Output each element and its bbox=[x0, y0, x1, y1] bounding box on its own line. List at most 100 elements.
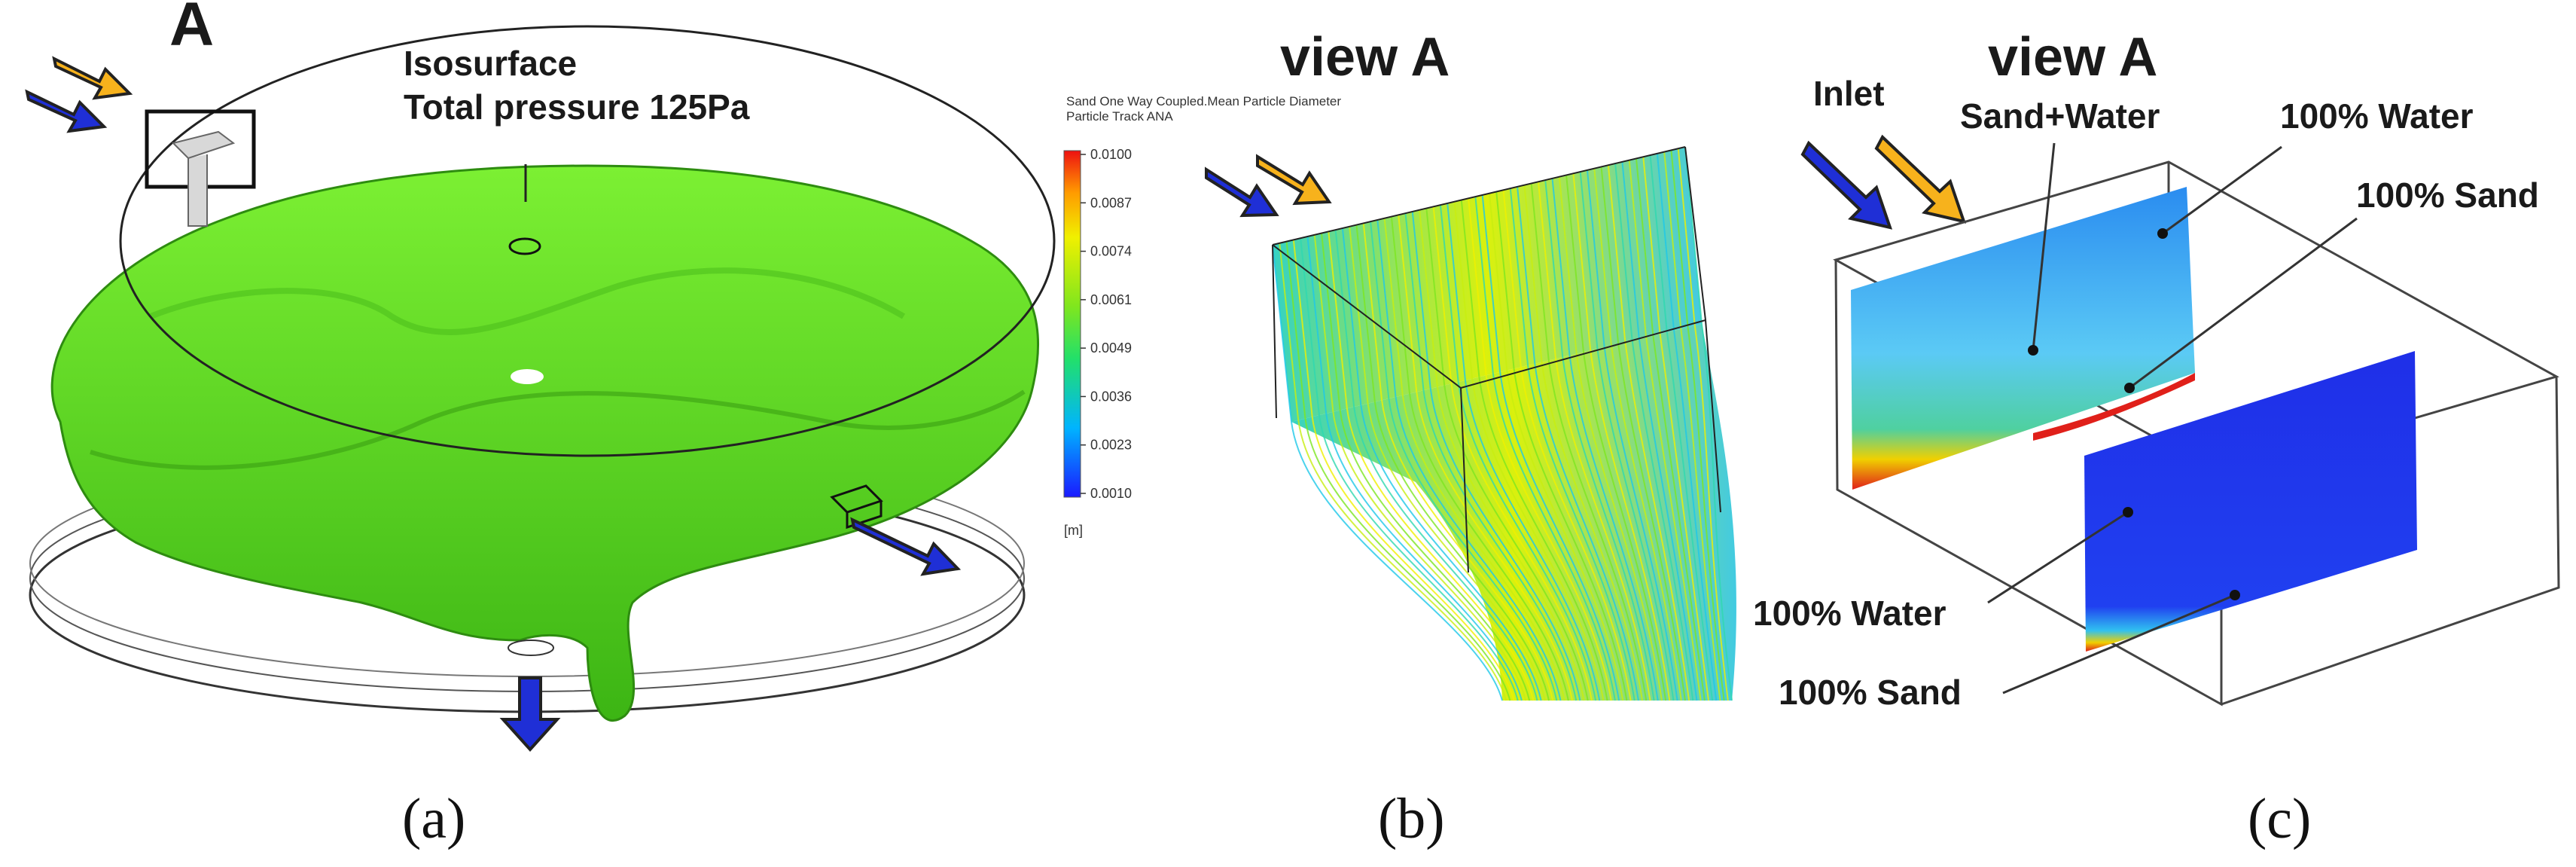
contour-plane-upper bbox=[1851, 187, 2195, 490]
legend-tick-label: 0.0036 bbox=[1090, 389, 1132, 404]
inlet-arrow-orange bbox=[52, 56, 133, 100]
streamline-streak bbox=[1383, 218, 1565, 701]
water-bottom-label: 100% Water bbox=[1753, 594, 1946, 633]
streamline-streak bbox=[1614, 163, 1694, 701]
legend-unit: [m] bbox=[1064, 523, 1083, 538]
legend-tick-label: 0.0100 bbox=[1090, 147, 1132, 162]
streamline-streak bbox=[1313, 234, 1526, 701]
isosurface-shape bbox=[50, 164, 1040, 722]
streamline-streak bbox=[1635, 158, 1706, 701]
streamline-streak bbox=[1586, 169, 1678, 701]
streamline-streak bbox=[1474, 197, 1616, 701]
streamline-streak bbox=[1628, 160, 1702, 701]
inlet-arrow-blue bbox=[25, 89, 108, 133]
caption-a: (a) bbox=[402, 787, 465, 850]
legend-ticks: 0.01000.00870.00740.00610.00490.00360.00… bbox=[1081, 147, 1132, 501]
sand-bottom-label: 100% Sand bbox=[1779, 673, 1962, 712]
streamline-streak bbox=[1656, 153, 1718, 701]
legend-tick-label: 0.0061 bbox=[1090, 292, 1132, 307]
streamline-streak bbox=[1663, 151, 1721, 701]
streamline-streak bbox=[1398, 215, 1574, 701]
panel-c: view A Inlet Sand+Water 100% Water 100% … bbox=[1753, 27, 2560, 850]
streamline-streak bbox=[1600, 166, 1686, 701]
streamline-streak bbox=[1439, 205, 1597, 701]
streamline-streak bbox=[1432, 206, 1593, 701]
leader-lines-c bbox=[1987, 142, 2358, 695]
streamline-streak bbox=[1411, 211, 1581, 701]
panel-c-title: view A bbox=[1988, 27, 2157, 87]
streamline-streak bbox=[1460, 200, 1608, 701]
streamline-streak bbox=[1404, 213, 1578, 701]
streamline-streak bbox=[1355, 224, 1550, 701]
streamline-streak bbox=[1684, 146, 1733, 701]
streamline-streak bbox=[1558, 176, 1663, 701]
streamline-streak bbox=[1341, 227, 1542, 701]
view-b-arrow-orange bbox=[1256, 154, 1332, 206]
streamline-streak bbox=[1537, 182, 1651, 701]
panel-b-title: view A bbox=[1280, 27, 1450, 87]
legend-colorbar bbox=[1063, 150, 1081, 498]
inlet-label: Inlet bbox=[1813, 74, 1885, 113]
side-outlet-arrow bbox=[850, 517, 962, 576]
contour-plane-lower bbox=[2084, 351, 2417, 652]
streamline-streak bbox=[1677, 148, 1729, 701]
streamline-streak bbox=[1670, 150, 1725, 701]
view-c-arrow-orange bbox=[1874, 134, 1967, 224]
legend-tick-label: 0.0087 bbox=[1090, 195, 1132, 210]
streamline-streak bbox=[1334, 230, 1538, 701]
isosurface-label: Isosurface bbox=[404, 44, 577, 83]
streamline-streak bbox=[1453, 201, 1605, 701]
panel-a: A Isosurface Total pressure 125Pa (a) bbox=[25, 0, 1056, 850]
streamline-streak bbox=[1551, 178, 1659, 701]
bottom-drain bbox=[508, 640, 554, 656]
view-a-marker: A bbox=[169, 0, 214, 59]
streamline-streak bbox=[1362, 223, 1554, 701]
streamline-streak bbox=[1593, 168, 1682, 701]
particle-streamlines-top bbox=[1273, 147, 1702, 422]
streamline-streak bbox=[1285, 241, 1511, 701]
streamline-streak bbox=[1447, 203, 1601, 701]
sand-top-label: 100% Sand bbox=[2356, 176, 2539, 215]
panel-b: view A (b) bbox=[1205, 27, 1736, 850]
streamline-streak bbox=[1544, 179, 1655, 701]
domain-box-c-wire bbox=[1833, 160, 2560, 707]
view-b-arrow-blue bbox=[1205, 166, 1279, 218]
legend-tick-label: 0.0074 bbox=[1090, 244, 1132, 259]
streamline-streak bbox=[1565, 175, 1667, 701]
streamline-streak bbox=[1530, 183, 1648, 701]
streamline-streak bbox=[1579, 171, 1675, 701]
sand-band-upper bbox=[2033, 373, 2195, 441]
streamline-streak bbox=[1370, 221, 1558, 701]
marker-dots-c bbox=[2028, 228, 2240, 600]
streamline-streak bbox=[1328, 231, 1535, 701]
top-outlet-ring bbox=[508, 237, 541, 255]
streamline-streak bbox=[1502, 190, 1632, 701]
bottom-outlet-arrow bbox=[499, 676, 561, 752]
streamline-streak bbox=[1488, 193, 1624, 701]
streamline-streak bbox=[1517, 186, 1639, 701]
isosurface-shading bbox=[90, 389, 1026, 470]
streamline-streaks bbox=[1272, 146, 1733, 701]
streamline-streak bbox=[1523, 185, 1644, 701]
streamline-streak bbox=[1621, 161, 1698, 701]
streamline-streak bbox=[1495, 191, 1628, 701]
streamline-streak bbox=[1349, 226, 1546, 701]
water-top-label: 100% Water bbox=[2280, 96, 2474, 136]
domain-box-wire bbox=[1272, 146, 1721, 573]
isosurface-ridge bbox=[149, 267, 906, 335]
streamline-streak bbox=[1642, 157, 1709, 701]
streamline-streak bbox=[1376, 219, 1562, 701]
isosurface-hole bbox=[511, 369, 544, 384]
streamline-streak bbox=[1572, 173, 1671, 701]
streamline-streak bbox=[1419, 209, 1585, 701]
sand-water-label: Sand+Water bbox=[1960, 96, 2160, 136]
pressure-label: Total pressure 125Pa bbox=[404, 87, 750, 127]
streamline-streak bbox=[1425, 208, 1589, 701]
streamline-streak bbox=[1292, 240, 1515, 701]
streamline-streak bbox=[1272, 244, 1503, 701]
streamline-streak bbox=[1481, 194, 1620, 701]
color-legend: Sand One Way Coupled.Mean Particle Diame… bbox=[1063, 94, 1341, 538]
streamline-streak bbox=[1321, 233, 1531, 701]
side-outlet-box bbox=[830, 484, 883, 530]
